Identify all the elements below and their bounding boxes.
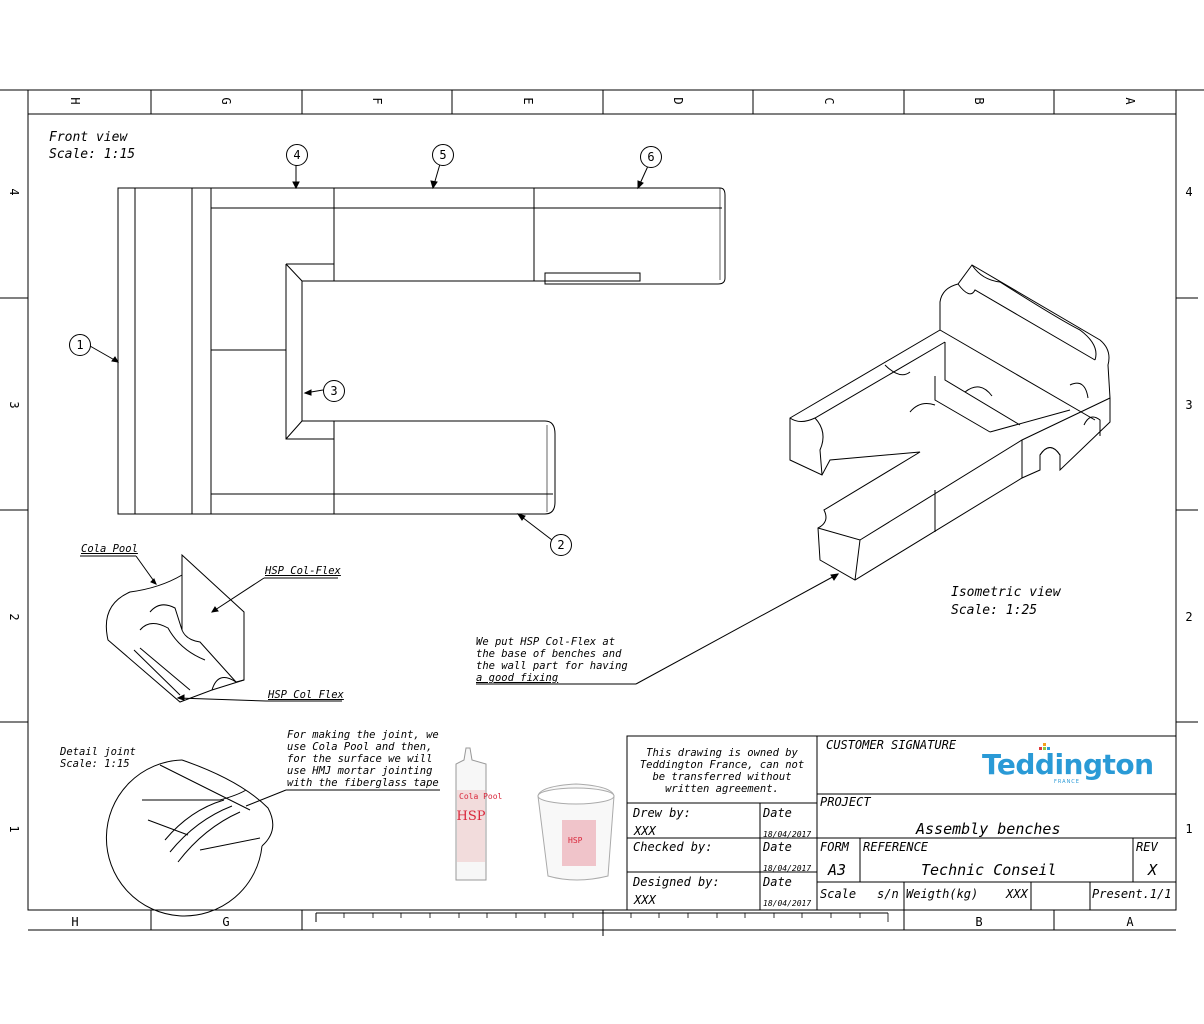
detail-joint-drawing	[105, 759, 440, 917]
title-block	[626, 735, 1177, 911]
fixing-note-line: the wall part for having	[476, 660, 628, 672]
row-number-left: 2	[7, 613, 21, 621]
teddington-logo: Teddington FRANCE	[982, 743, 1154, 788]
designed-date-value: 18/04/2017	[763, 899, 812, 908]
detail-joint-title: Detail joint	[60, 746, 136, 758]
label-hsp-colflex: HSP Col-Flex	[265, 565, 341, 577]
zone-letter-bottom: B	[975, 915, 983, 929]
callout-4: 4	[286, 144, 308, 166]
logo-sub: FRANCE	[1054, 779, 1080, 785]
designed-by-value: XXX	[634, 893, 656, 907]
zone-letter-bottom: H	[71, 915, 79, 929]
logo-text: Teddington	[982, 748, 1154, 781]
row-number-left: 4	[7, 188, 21, 196]
bucket-brand: HSP	[568, 836, 583, 845]
logo-dots-icon	[1039, 743, 1050, 750]
detail-joint-note-line: use HMJ mortar jointing	[287, 765, 433, 777]
isometric-view-title: Isometric view	[951, 585, 1061, 600]
callout-3: 3	[323, 380, 345, 402]
ownership-line: This drawing is owned by	[646, 747, 798, 759]
ownership-line: written agreement.	[665, 783, 779, 795]
svg-text:HSP: HSP	[457, 809, 486, 824]
row-number-right: 3	[1185, 398, 1193, 412]
project-label: PROJECT	[820, 795, 871, 809]
zone-letter-bottom: A	[1126, 915, 1134, 929]
zone-letter-bottom: G	[222, 915, 230, 929]
row-number-right: 2	[1185, 610, 1193, 624]
form-label: FORM	[820, 840, 849, 854]
drew-by-value: XXX	[634, 824, 656, 838]
callout-5: 5	[432, 144, 454, 166]
rev-value: X	[1148, 861, 1158, 879]
row-number-left: 1	[7, 825, 21, 833]
sheet-frame	[0, 89, 1204, 936]
cross-section-drawing	[80, 553, 342, 703]
zone-letter-top: D	[671, 97, 685, 105]
callout-2: 2	[550, 534, 572, 556]
detail-joint-note-line: with the fiberglass tape	[287, 777, 439, 789]
drew-date-label: Date	[763, 806, 792, 820]
detail-joint-note-line: for the surface we will	[287, 753, 433, 765]
project-value: Assembly benches	[916, 820, 1061, 838]
fixing-note-line: We put HSP Col-Flex at	[476, 636, 616, 648]
label-hsp-col-flex: HSP Col Flex	[268, 689, 344, 701]
ownership-line: Teddington France, can not	[639, 759, 805, 771]
scale-value: s/n	[877, 887, 899, 901]
zone-letter-top: B	[972, 97, 986, 105]
fixing-note-line: a good fixing	[476, 672, 559, 684]
row-number-left: 3	[7, 401, 21, 409]
zone-letter-top: G	[219, 97, 233, 105]
front-view-title: Front view	[49, 130, 128, 145]
checked-date-value: 18/04/2017	[763, 864, 812, 873]
checked-by-label: Checked by:	[633, 840, 713, 854]
detail-joint-note-line: For making the joint, we	[287, 729, 439, 741]
zone-letter-top: E	[521, 97, 535, 105]
zone-letter-top: C	[822, 97, 836, 105]
present-value: Present.1/1	[1092, 887, 1172, 901]
zone-letter-top: F	[370, 97, 384, 105]
drew-date-value: 18/04/2017	[763, 830, 812, 839]
fixing-note-line: the base of benches and	[476, 648, 622, 660]
label-cola-pool: Cola Pool	[81, 543, 138, 555]
ownership-notice: This drawing is owned by Teddington Fran…	[628, 747, 816, 795]
reference-value: Technic Conseil	[921, 861, 1057, 879]
isometric-view-drawing	[789, 264, 1111, 581]
product-tube: HSP	[455, 747, 487, 881]
checked-date-label: Date	[763, 840, 792, 854]
detail-joint-note: For making the joint, we use Cola Pool a…	[287, 729, 439, 789]
isometric-view-scale: Scale: 1:25	[951, 603, 1038, 618]
designed-date-label: Date	[763, 875, 792, 889]
callout-6: 6	[640, 146, 662, 168]
detail-joint-note-line: use Cola Pool and then,	[287, 741, 433, 753]
row-number-right: 1	[1185, 822, 1193, 836]
callout-1: 1	[69, 334, 91, 356]
fixing-note-leader	[476, 573, 840, 685]
drew-by-label: Drew by:	[633, 806, 691, 820]
designed-by-label: Designed by:	[633, 875, 720, 889]
form-value: A3	[828, 861, 847, 879]
product-bucket	[537, 783, 615, 881]
rev-label: REV	[1136, 840, 1158, 854]
detail-joint-scale: Scale: 1:15	[60, 758, 130, 770]
zone-letter-top: A	[1123, 97, 1137, 105]
fixing-note: We put HSP Col-Flex at the base of bench…	[476, 636, 628, 684]
customer-signature-label: CUSTOMER SIGNATURE	[826, 738, 957, 752]
ownership-line: be transferred without	[652, 771, 792, 783]
front-view-scale: Scale: 1:15	[49, 147, 136, 162]
weight-label: Weigth(kg)	[906, 887, 979, 901]
scale-label: Scale	[820, 887, 857, 901]
weight-value: XXX	[1006, 887, 1028, 901]
tube-label: Cola Pool	[459, 792, 503, 801]
front-view-drawing	[89, 163, 726, 541]
zone-letter-top: H	[68, 97, 82, 105]
row-number-right: 4	[1185, 185, 1193, 199]
reference-label: REFERENCE	[863, 840, 929, 854]
